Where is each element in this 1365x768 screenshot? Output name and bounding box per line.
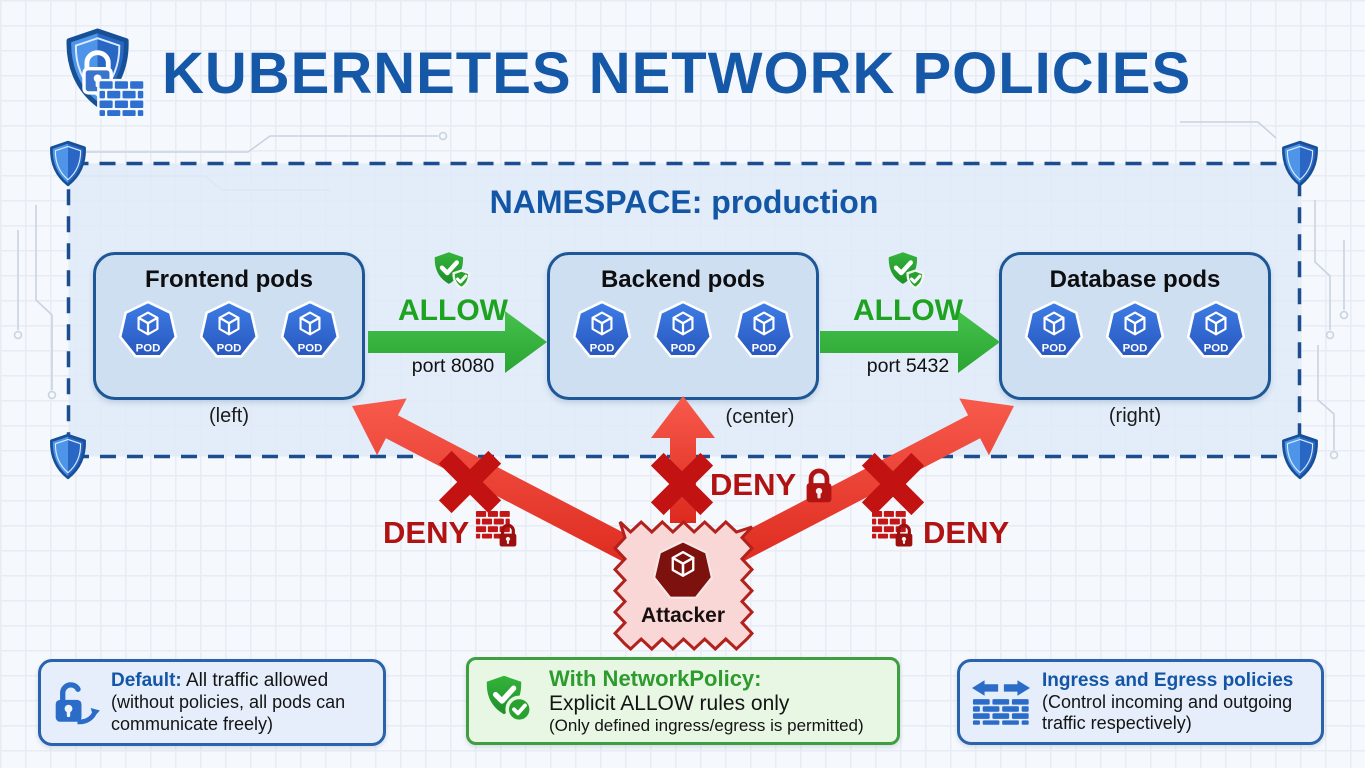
shield-check-icon (430, 250, 471, 290)
group-title: Database pods (1049, 266, 1221, 293)
ingress-egress-firewall-icon (972, 680, 1030, 725)
frontend-pods-group: Frontend pods POD POD POD (93, 252, 365, 400)
allow-label: ALLOW (853, 294, 963, 327)
pod-row: POD POD POD (96, 299, 362, 365)
pod-heptagon-icon: POD (651, 299, 715, 365)
legend-note: (Only defined ingress/egress is permitte… (549, 716, 864, 736)
port-label: port 5432 (866, 355, 950, 377)
legend-line: All traffic allowed (185, 670, 329, 692)
pod-label: POD (671, 343, 696, 355)
shield-icon (1282, 433, 1318, 480)
legend-note: (Control incoming and outgoing traffic r… (1042, 691, 1293, 734)
pod-heptagon-icon: POD (278, 299, 342, 365)
firewall-lock-icon (872, 511, 916, 555)
shield-check-icon (884, 250, 925, 290)
open-lock-arrow-icon (55, 681, 100, 724)
group-title: Backend pods (600, 266, 766, 293)
padlock-icon (803, 468, 835, 503)
shield-icon (50, 433, 86, 480)
allow-label: ALLOW (398, 294, 508, 327)
position-label-center: (center) (725, 406, 795, 428)
deny-label-center: DENY (710, 467, 835, 503)
legend-text: Ingress and Egress policies (Control inc… (1042, 670, 1309, 735)
legend-card-ingress-egress: Ingress and Egress policies (Control inc… (957, 659, 1324, 745)
deny-text: DENY (710, 467, 797, 502)
pod-heptagon-icon: POD (1022, 299, 1086, 365)
legend-title: Default: (111, 670, 182, 692)
legend-note: (without policies, all pods can communic… (111, 692, 346, 734)
deny-label-left: DENY (383, 511, 520, 555)
legend-text: With NetworkPolicy: Explicit ALLOW rules… (549, 666, 864, 737)
pod-row: POD POD POD (1002, 299, 1268, 365)
pod-heptagon-icon: POD (732, 299, 796, 365)
shield-check-badge-icon (481, 673, 533, 724)
pod-label: POD (752, 343, 777, 355)
deny-text: DENY (923, 515, 1010, 550)
database-pods-group: Database pods POD POD POD (999, 252, 1271, 400)
attacker-label: Attacker (640, 604, 726, 627)
pod-heptagon-icon: POD (197, 299, 261, 365)
position-label-left: (left) (209, 405, 249, 427)
pod-heptagon-icon: POD (116, 299, 180, 365)
pod-label: POD (298, 343, 323, 355)
legend-card-default: Default: All traffic allowed (without po… (38, 659, 386, 746)
legend-card-networkpolicy: With NetworkPolicy: Explicit ALLOW rules… (466, 657, 900, 745)
namespace-label: NAMESPACE: production (489, 184, 879, 220)
pod-heptagon-icon: POD (570, 299, 634, 365)
pod-label: POD (1123, 343, 1148, 355)
legend-text: Default: All traffic allowed (without po… (111, 670, 373, 735)
shield-lock-firewall-icon (53, 24, 146, 119)
deny-label-right: DENY (872, 511, 1009, 555)
deny-text: DENY (383, 515, 470, 550)
pod-label: POD (1042, 343, 1067, 355)
position-label-right: (right) (1108, 405, 1162, 427)
pod-label: POD (1204, 343, 1229, 355)
legend-title: Ingress and Egress policies (1042, 669, 1294, 691)
shield-icon (1282, 140, 1318, 187)
pod-label: POD (590, 343, 615, 355)
pod-row: POD POD POD (550, 299, 816, 365)
pod-heptagon-icon: POD (1184, 299, 1248, 365)
pod-label: POD (217, 343, 242, 355)
firewall-lock-icon (476, 511, 520, 555)
backend-pods-group: Backend pods POD POD POD (547, 252, 819, 400)
attacker-pod-icon (653, 540, 713, 599)
legend-line: Explicit ALLOW rules only (549, 691, 790, 715)
pod-label: POD (136, 343, 161, 355)
group-title: Frontend pods (145, 266, 313, 293)
legend-title: With NetworkPolicy: (549, 665, 762, 691)
shield-icon (50, 140, 86, 187)
pod-heptagon-icon: POD (1103, 299, 1167, 365)
page-title: KUBERNETES NETWORK POLICIES (162, 41, 1192, 106)
port-label: port 8080 (411, 355, 495, 377)
